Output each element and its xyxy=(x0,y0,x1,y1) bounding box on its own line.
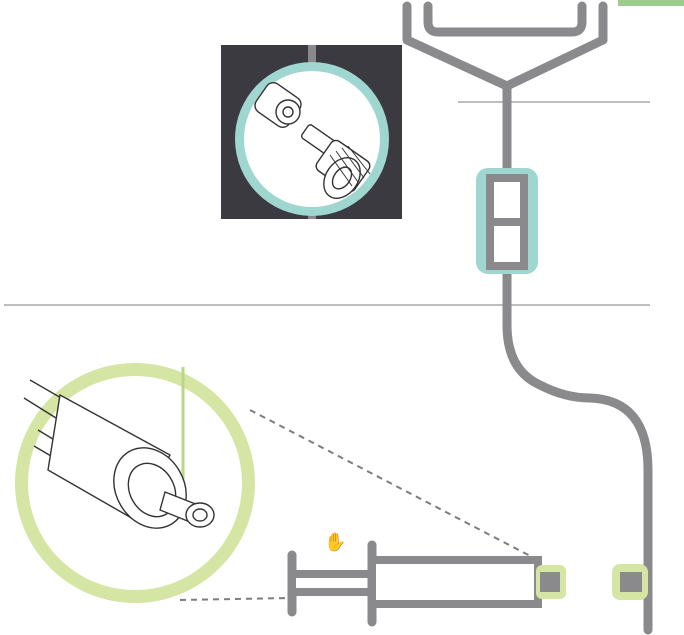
iv-tubing xyxy=(502,81,653,635)
corner-accent xyxy=(618,0,684,6)
tubing-port xyxy=(612,564,648,600)
hand-cursor-icon: ✋ xyxy=(324,532,347,552)
drip-chamber xyxy=(476,168,538,274)
connector-inset xyxy=(221,45,402,219)
syringe-tip-zoom xyxy=(15,363,255,603)
callout-lines xyxy=(179,409,539,601)
syringe xyxy=(287,540,566,627)
iv-bag xyxy=(402,1,608,91)
